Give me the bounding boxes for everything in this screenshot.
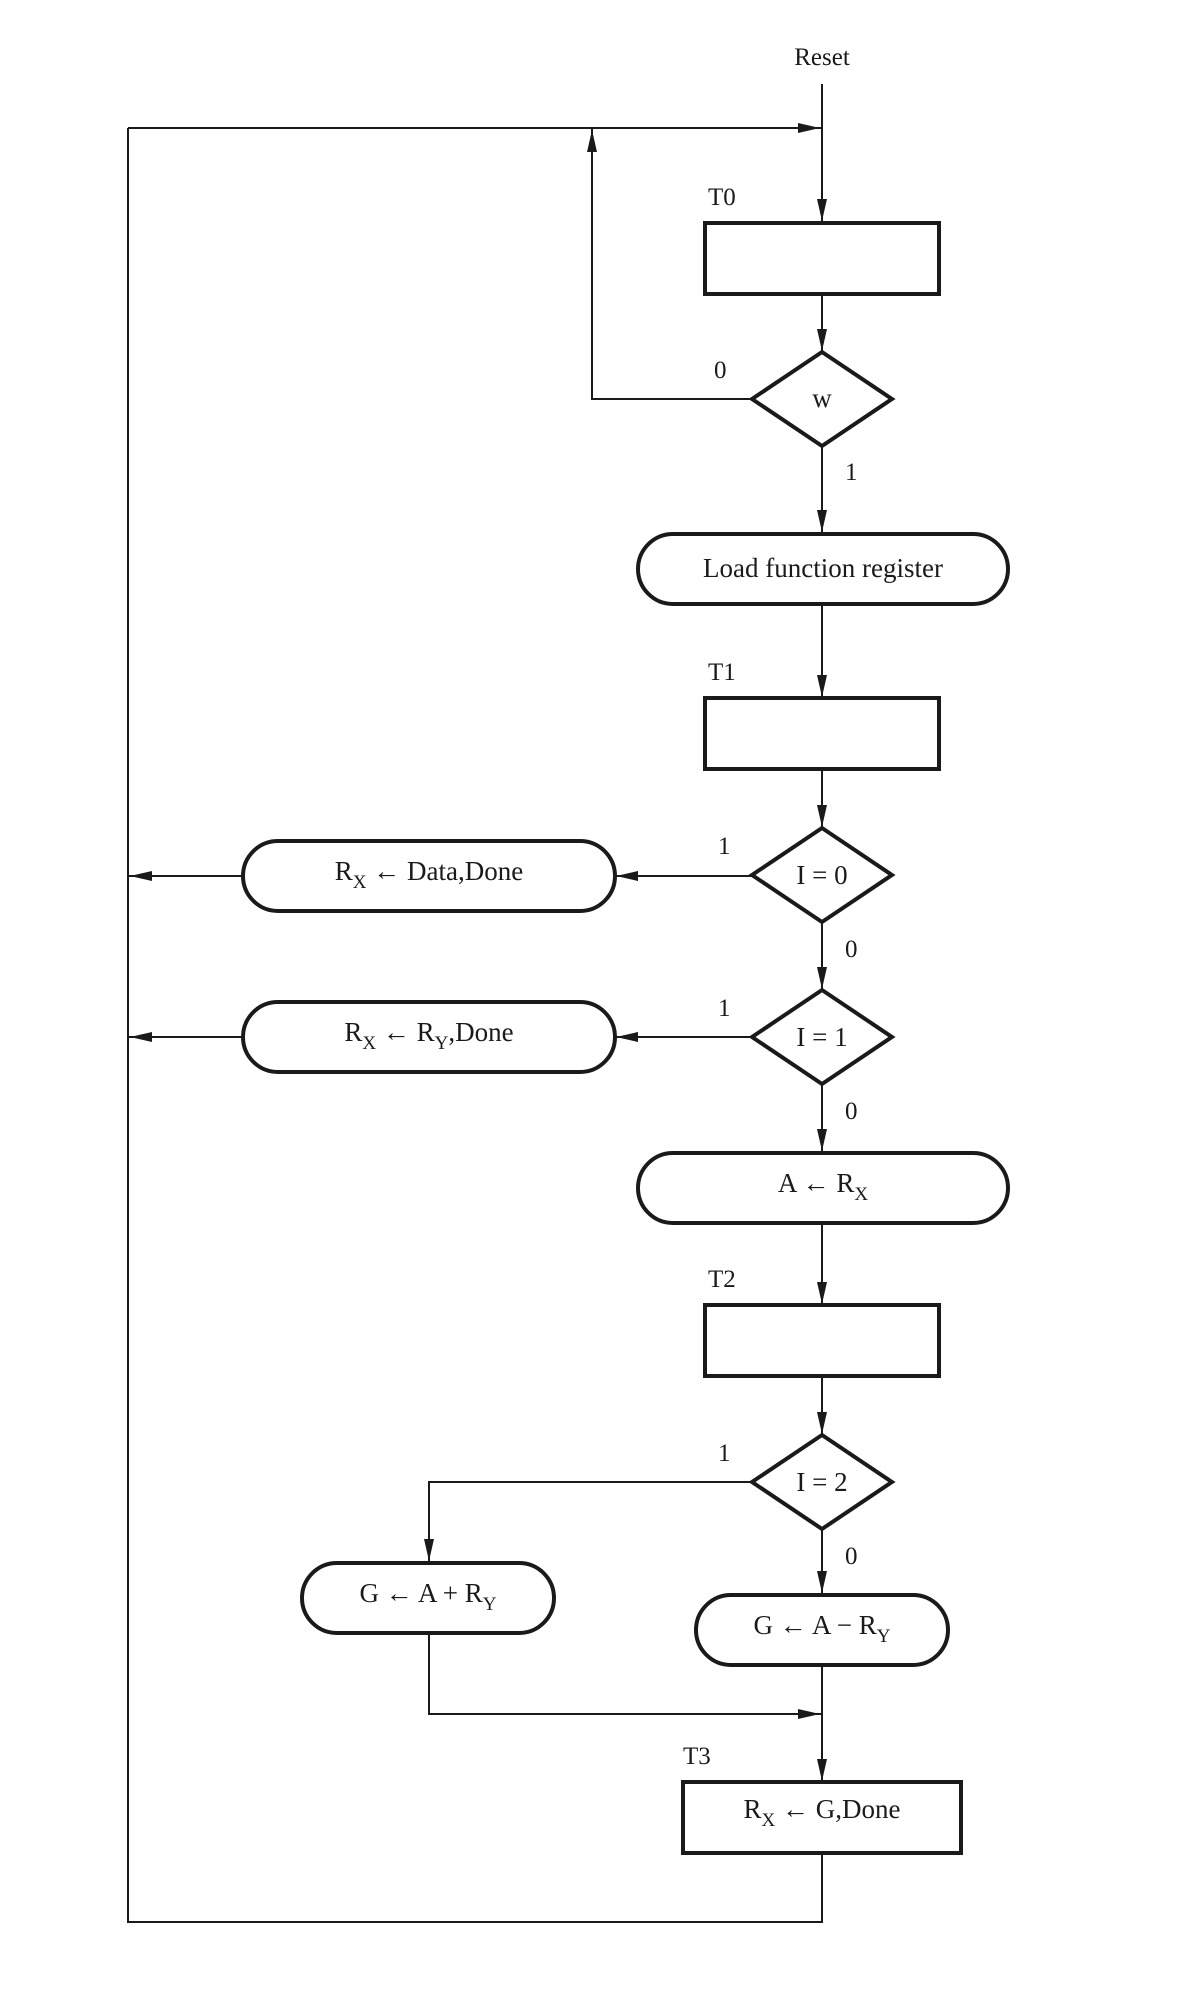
decision-w-label: w	[812, 383, 832, 413]
branch-i2-zero: 0	[845, 1543, 858, 1570]
arrow-into-gadd	[424, 1539, 434, 1561]
action-rxdata-label: RX ← Data,Done	[335, 856, 523, 893]
arrow-rxry-return	[130, 1032, 152, 1042]
gadd-to-merge-line	[428, 1634, 822, 1715]
branch-i0-zero: 0	[845, 936, 858, 963]
branch-i1-zero: 0	[845, 1098, 858, 1125]
arrow-into-load	[817, 510, 827, 532]
decision-i2-label: I = 2	[796, 1467, 847, 1497]
action-box-arx	[636, 1151, 1010, 1225]
state-label-t3: T3	[683, 1743, 711, 1770]
decision-i0	[748, 825, 896, 925]
w-zero-loop-line	[591, 128, 752, 400]
branch-i1-one: 1	[718, 995, 731, 1022]
decision-i1	[748, 987, 896, 1087]
arrowheads	[130, 123, 827, 1781]
state-label-t0: T0	[708, 184, 736, 211]
arrow-into-t1	[817, 675, 827, 697]
arrow-w-loop-up	[587, 130, 597, 152]
arrow-into-i1	[817, 967, 827, 989]
state-box-t3	[681, 1780, 963, 1855]
state-label-t2: T2	[708, 1266, 736, 1293]
state-label-t1: T1	[708, 659, 736, 686]
branch-w-one: 1	[845, 459, 858, 486]
action-rxry-label: RX ← RY,Done	[344, 1017, 513, 1054]
arrow-into-gsub	[817, 1571, 827, 1593]
arrow-into-w	[817, 329, 827, 351]
arrow-into-t0	[817, 199, 827, 221]
decision-i2	[748, 1432, 896, 1532]
action-box-load	[636, 532, 1010, 606]
branch-w-zero: 0	[714, 357, 727, 384]
action-load-label: Load function register	[703, 553, 943, 583]
arrow-into-arx	[817, 1129, 827, 1151]
arrow-into-t3	[817, 1759, 827, 1781]
action-box-gadd	[300, 1561, 556, 1635]
state-box-t2	[703, 1303, 941, 1378]
arrow-top-return	[798, 123, 820, 133]
action-gadd-label: G ← A + RY	[360, 1578, 497, 1615]
bottom-return-line	[127, 128, 823, 1923]
reset-label: Reset	[794, 44, 850, 71]
arrow-into-rxdata	[616, 871, 638, 881]
branch-i0-one: 1	[718, 833, 731, 860]
arrow-into-i2	[817, 1412, 827, 1434]
state-box-t1	[703, 696, 941, 771]
arrow-into-t2	[817, 1282, 827, 1304]
state-box-t0	[703, 221, 941, 296]
action-box-rxry	[241, 1000, 617, 1074]
action-gsub-label: G ← A − RY	[754, 1610, 891, 1647]
arrow-merge	[798, 1709, 820, 1719]
decision-i0-label: I = 0	[796, 860, 847, 890]
action-box-gsub	[694, 1593, 950, 1667]
decision-w	[748, 349, 896, 449]
decision-i1-label: I = 1	[796, 1022, 847, 1052]
action-arx-label: A ← RX	[778, 1168, 869, 1205]
i2-to-gadd-line	[428, 1481, 752, 1562]
action-box-rxdata	[241, 839, 617, 913]
arrow-into-i0	[817, 805, 827, 827]
arrow-into-rxry	[616, 1032, 638, 1042]
branch-i2-one: 1	[718, 1440, 731, 1467]
action-rxg-label: RX ← G,Done	[744, 1794, 901, 1831]
arrow-rxdata-return	[130, 871, 152, 881]
